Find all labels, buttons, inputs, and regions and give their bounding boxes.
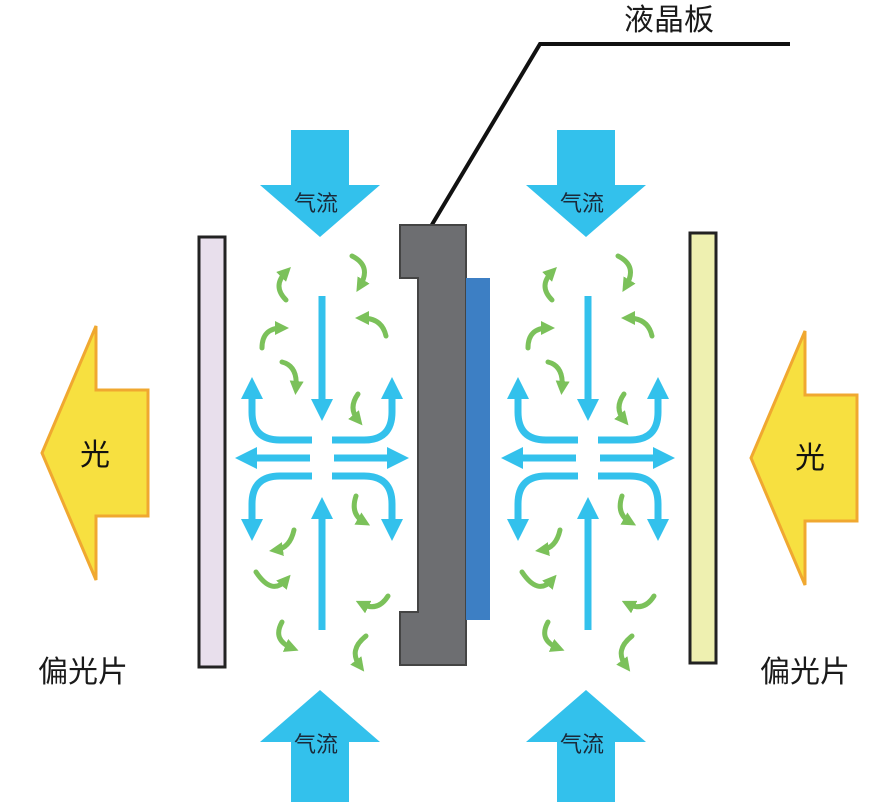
airflow-arrow-top-left: 气流	[260, 130, 380, 237]
airflow-label-top-right: 气流	[560, 192, 604, 217]
eddy-arrow	[348, 391, 363, 426]
flow-curve-top-right	[332, 377, 403, 444]
airflow-arrow-bottom-right: 气流	[526, 690, 646, 802]
flow-curve-top-right	[598, 377, 669, 444]
eddy-arrow	[542, 267, 557, 303]
polarizer-label-left: 偏光片	[38, 655, 128, 690]
eddies-right	[519, 253, 657, 672]
flow-curve-bottom-right	[598, 472, 669, 541]
eddy-arrow	[276, 267, 291, 303]
eddy-arrow	[614, 391, 629, 426]
lcd-panel-leader-line	[416, 42, 790, 250]
light-label-right: 光	[795, 441, 825, 476]
eddy-arrow	[279, 359, 304, 395]
airflow-label-bottom-left: 气流	[294, 733, 338, 758]
eddy-arrow	[253, 569, 291, 590]
eddy-arrow	[259, 321, 289, 351]
eddy-arrow	[616, 633, 635, 672]
flow-curve-bottom-left	[507, 472, 578, 541]
airflow-arrow-bottom-left: 气流	[260, 690, 380, 802]
polarizer-left	[197, 235, 227, 669]
airflow-arrow-top-right: 气流	[526, 130, 646, 237]
polarizer-label-right: 偏光片	[760, 655, 850, 690]
lcd-panel-label: 液晶板	[624, 3, 714, 38]
flow-cell-left	[235, 296, 409, 630]
eddy-arrow	[617, 493, 637, 526]
airflow-label-bottom-right: 气流	[560, 733, 604, 758]
eddy-arrow	[621, 593, 657, 614]
eddy-arrow	[269, 527, 297, 556]
eddy-arrow	[350, 633, 369, 672]
eddy-arrow	[351, 493, 371, 526]
eddy-arrow	[349, 253, 370, 293]
light-arrow-left: 光	[40, 325, 150, 581]
eddy-arrow	[545, 359, 570, 395]
lcd-panel-blue-layer	[466, 278, 490, 620]
eddy-arrow	[276, 619, 299, 652]
eddy-arrow	[355, 593, 391, 614]
polarizer-right	[688, 231, 718, 665]
eddy-arrow	[615, 253, 636, 293]
eddy-arrow	[535, 527, 563, 556]
airflow-label-top-left: 气流	[294, 192, 338, 217]
eddy-arrow	[525, 321, 555, 351]
flow-curve-bottom-right	[332, 472, 403, 541]
flow-cell-right	[501, 296, 675, 630]
lcd-panel-body	[399, 224, 467, 666]
light-label-left: 光	[80, 438, 110, 473]
eddies-left	[253, 253, 391, 672]
eddy-arrow	[355, 311, 389, 339]
flow-curve-bottom-left	[241, 472, 312, 541]
flow-curve-top-left	[507, 377, 578, 444]
eddy-arrow	[519, 569, 557, 590]
eddy-arrow	[542, 619, 565, 652]
eddy-arrow	[621, 311, 655, 339]
flow-curve-top-left	[241, 377, 312, 444]
light-arrow-right: 光	[749, 330, 859, 586]
